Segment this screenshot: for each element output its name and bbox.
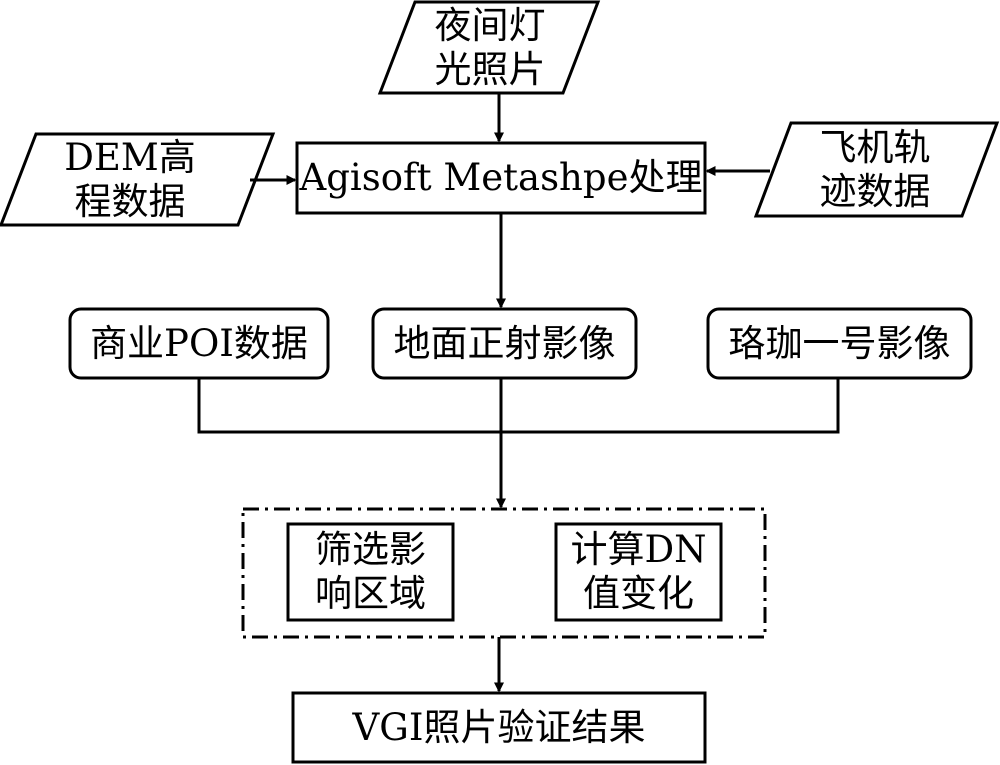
filter-shape <box>286 522 455 622</box>
dem-shape <box>0 132 276 227</box>
trajectory-shape <box>753 121 1000 218</box>
vgi-shape <box>291 691 707 764</box>
ortho-label: 地面正射影像 <box>393 321 616 365</box>
dn-label: 计算DN 值变化 <box>570 528 707 615</box>
dn-shape <box>554 522 723 622</box>
dem-label: DEM高 程数据 <box>64 135 196 223</box>
filter-label: 筛选影 响区域 <box>315 528 426 615</box>
analysis-group-border <box>241 507 767 639</box>
vgi-label: VGI照片验证结果 <box>352 705 646 749</box>
luojia-label: 珞珈一号影像 <box>728 321 951 365</box>
ortho-shape <box>371 307 638 380</box>
night-photo-label: 夜间灯 光照片 <box>434 3 546 91</box>
night-photo-shape <box>377 0 601 95</box>
trajectory-label: 飞机轨 迹数据 <box>819 125 931 213</box>
agisoft-label: Agisoft Metashpe处理 <box>299 156 703 199</box>
merge-line <box>197 378 840 434</box>
poi-label: 商业POI数据 <box>90 321 308 365</box>
